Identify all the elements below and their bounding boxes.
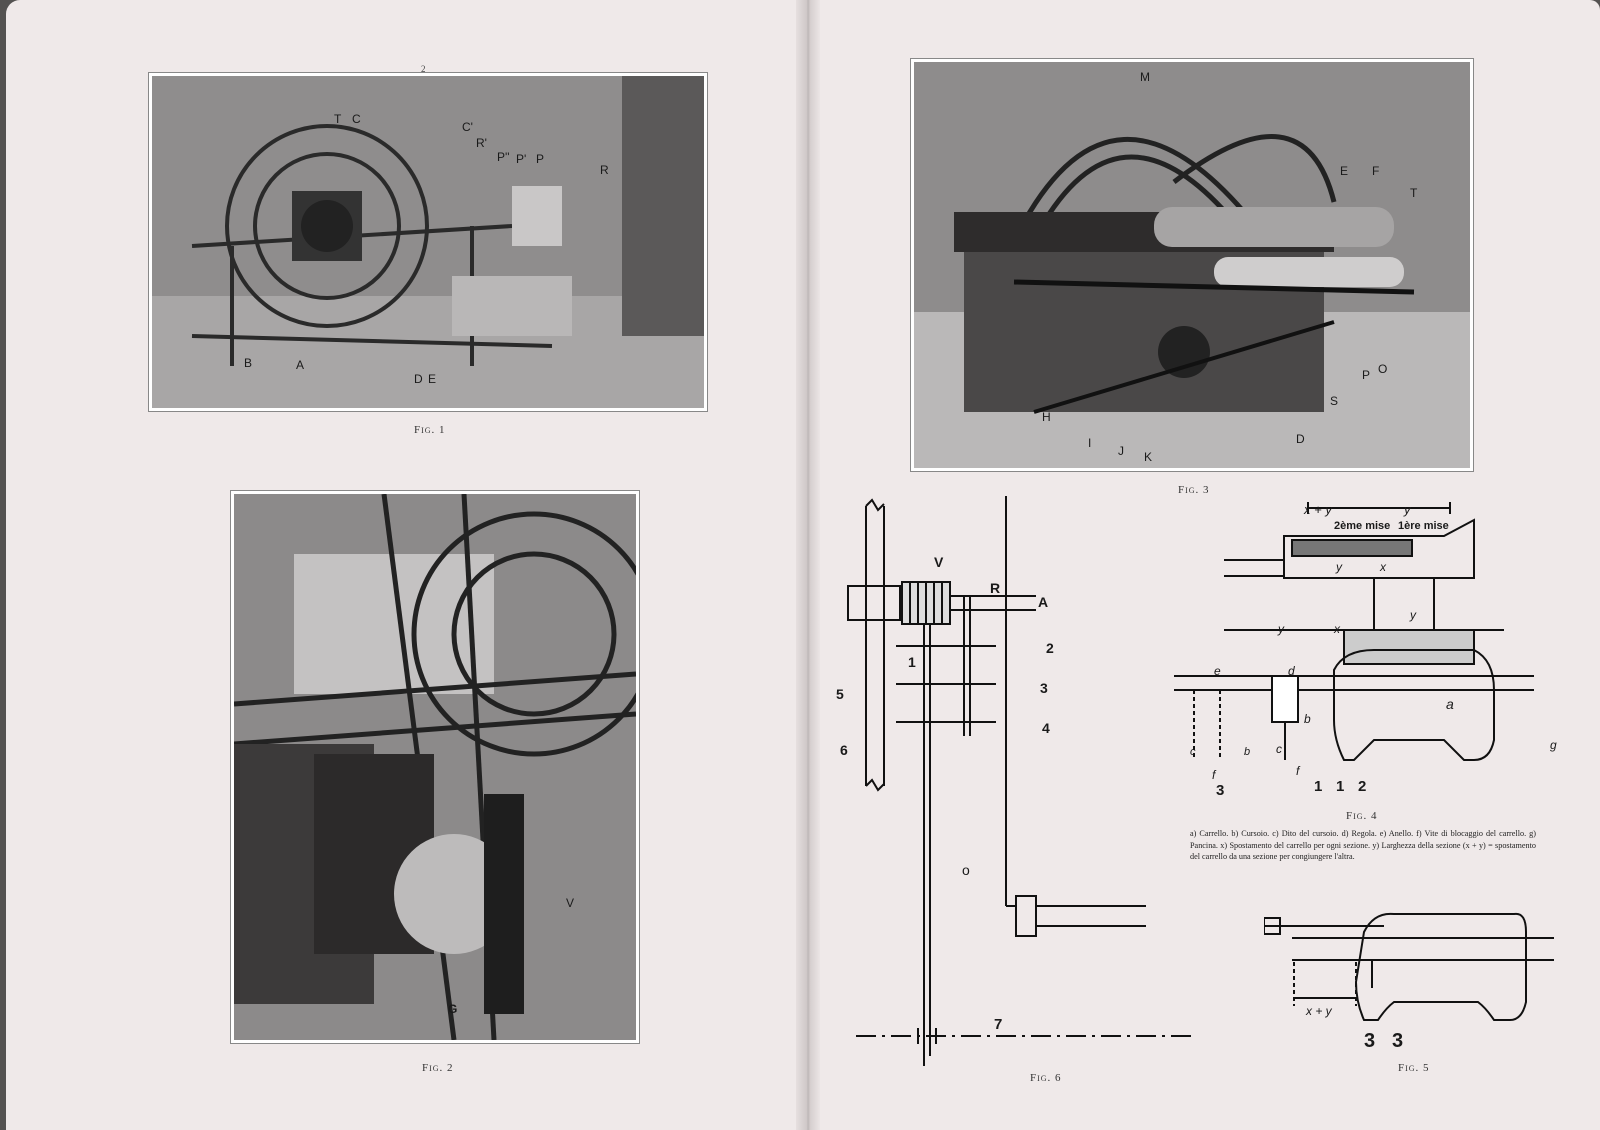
fig6-label-V: V xyxy=(934,554,944,570)
fig4-label-y-top: y xyxy=(1404,502,1411,517)
fig4-label-2eme-mise: 2ème mise xyxy=(1334,520,1391,532)
fig3-label-I: I xyxy=(1088,436,1092,450)
fig1-label-T: T xyxy=(334,112,342,126)
fig5-label-x-plus-y: x + y xyxy=(1306,1004,1332,1018)
book-gutter xyxy=(796,0,820,1130)
fig6-label-o: o xyxy=(962,862,970,878)
fig4-label-b-ghost: b xyxy=(1244,746,1251,758)
fig1-label-P: P xyxy=(536,152,545,166)
fig1-caption: Fig. 1 xyxy=(414,424,446,436)
fig2-photo xyxy=(230,490,640,1044)
fig3-label-O: O xyxy=(1378,362,1388,376)
fig3-label-T: T xyxy=(1410,186,1418,200)
fig4-label-a: a xyxy=(1446,696,1454,712)
fig4-caption: Fig. 4 xyxy=(1346,810,1378,822)
fig4-label-y-mid: y xyxy=(1410,608,1416,622)
fig6-diagram xyxy=(847,496,1196,1066)
fig4-legend: a) Carrello. b) Cursoio. c) Dito del cur… xyxy=(1190,829,1536,861)
fig3-photo xyxy=(910,58,1474,472)
fig4-label-y-upper: y xyxy=(1336,560,1342,574)
fig6-label-3: 3 xyxy=(1040,680,1048,696)
fig1-label-C-prime: C' xyxy=(462,120,473,134)
fig2-caption: Fig. 2 xyxy=(422,1062,454,1074)
fig6-label-5: 5 xyxy=(836,686,844,702)
fig4-label-1ere-mise: 1ère mise xyxy=(1398,520,1449,532)
fig4-label-1a: 1 xyxy=(1314,778,1323,795)
fig3-label-M: M xyxy=(1140,70,1150,84)
fig1-label-R: R xyxy=(600,163,609,177)
fig3-label-J: J xyxy=(1118,444,1124,458)
fig4-label-c-main: c xyxy=(1276,742,1282,756)
fig5-diagram xyxy=(1264,912,1554,1021)
fig6-label-4: 4 xyxy=(1042,720,1050,736)
fig3-caption: Fig. 3 xyxy=(1178,484,1210,496)
fig4-label-d: d xyxy=(1288,664,1295,678)
fig1-label-E: E xyxy=(428,372,437,386)
fig1-label-P-prime: P' xyxy=(516,152,527,166)
fig3-label-S: S xyxy=(1330,394,1339,408)
fig4-label-y-lower: y xyxy=(1278,622,1284,636)
fig4-label-e: e xyxy=(1214,664,1221,678)
fig4-label-c-ghost: c xyxy=(1190,746,1196,758)
page-number: 2 xyxy=(421,64,426,74)
fig6-label-2: 2 xyxy=(1046,640,1054,656)
fig4-label-f-ghost: f xyxy=(1212,768,1216,782)
fig5-label-3b: 3 xyxy=(1392,1030,1404,1052)
fig1-label-P-second: P'' xyxy=(497,150,510,164)
fig4-label-f-main: f xyxy=(1296,764,1300,778)
fig6-label-7: 7 xyxy=(994,1016,1003,1033)
fig4-diagram xyxy=(1174,502,1534,761)
fig1-label-C: C xyxy=(352,112,361,126)
fig3-label-D: D xyxy=(1296,432,1305,446)
fig4-label-x-lower: x xyxy=(1334,622,1340,636)
fig1-photo xyxy=(148,72,708,412)
fig4-label-x-upper: x xyxy=(1380,560,1386,574)
fig3-label-P: P xyxy=(1362,368,1371,382)
fig4-label-g: g xyxy=(1550,738,1557,752)
fig6-label-A: A xyxy=(1038,594,1049,610)
fig4-label-b-main: b xyxy=(1304,712,1311,726)
fig3-label-F: F xyxy=(1372,164,1380,178)
fig1-label-R-prime: R' xyxy=(476,136,487,150)
fig6-label-1: 1 xyxy=(908,654,916,670)
fig1-label-B: B xyxy=(244,356,253,370)
fig2-label-G: G xyxy=(448,1002,458,1016)
fig4-label-2: 2 xyxy=(1358,778,1367,795)
fig4-label-1b: 1 xyxy=(1336,778,1345,795)
fig5-caption: Fig. 5 xyxy=(1398,1062,1430,1074)
fig1-label-A: A xyxy=(296,358,305,372)
fig2-label-V: V xyxy=(566,896,575,910)
fig6-label-R: R xyxy=(990,580,1001,596)
fig6-caption: Fig. 6 xyxy=(1030,1072,1062,1084)
fig3-label-E: E xyxy=(1340,164,1349,178)
fig3-label-H: H xyxy=(1042,410,1051,424)
fig1-label-D: D xyxy=(414,372,423,386)
fig4-label-3: 3 xyxy=(1216,782,1225,799)
fig4-label-x-plus-y: x + y xyxy=(1304,502,1332,517)
fig6-label-6: 6 xyxy=(840,742,848,758)
fig5-label-3a: 3 xyxy=(1364,1030,1376,1052)
fig3-label-K: K xyxy=(1144,450,1153,464)
